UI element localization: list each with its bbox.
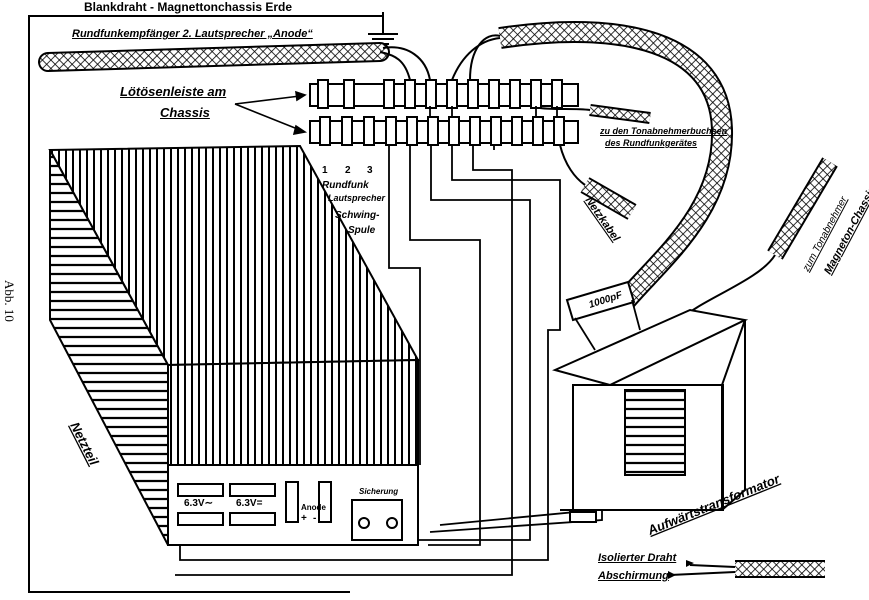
ground-wire <box>28 12 384 593</box>
terminal-63dc-label: 6.3V= <box>236 498 263 509</box>
netzteil-label: Netzteil <box>67 420 102 468</box>
pin-number-2: 2 <box>345 165 351 176</box>
shielded-cable-tonabnehmer <box>539 104 651 124</box>
netzkabel <box>559 144 637 220</box>
terminal-63ac-label: 6.3V∼ <box>184 498 213 509</box>
tonabnehmer-label-1: zu den Tonabnehmerbuchsen <box>600 126 728 136</box>
terminal-plus-label: + <box>301 513 307 524</box>
strip-arrows <box>234 90 308 136</box>
shielded-cable-arch <box>451 20 734 308</box>
legend-isolierter-draht: Isolierter Draht <box>598 552 677 564</box>
tonabnehmer-label-2: des Rundfunkgerätes <box>605 138 698 148</box>
lautsprecher-label: Lautsprecher <box>328 193 386 203</box>
header-title: Blankdraht - Magnettonchassis Erde <box>84 0 293 14</box>
strip-label-1: Lötösenleiste am <box>120 84 227 99</box>
sicherung-label: Sicherung <box>359 487 399 496</box>
rundfunk-label: Rundfunk <box>322 180 369 191</box>
terminal-minus-label: - <box>313 513 317 524</box>
schwing-label: Schwing- <box>335 210 380 221</box>
shielded-cable-top <box>38 42 431 81</box>
terminal-anode-label: Anode <box>301 503 326 512</box>
strip-label-2: Chassis <box>160 105 210 120</box>
legend-abschirmung: Abschirmung <box>598 570 669 582</box>
pin-number-1: 1 <box>322 165 328 176</box>
legend-cable <box>668 560 825 579</box>
pin-number-3: 3 <box>367 165 373 176</box>
transformer <box>552 308 749 523</box>
spule-label: Spule <box>348 225 376 236</box>
netzteil-terminals <box>177 481 403 541</box>
cable-top-label: Rundfunkempfänger 2. Lautsprecher „Anode… <box>72 28 313 40</box>
capacitor <box>565 280 641 351</box>
solder-strip-lower <box>309 116 579 146</box>
solder-strip-upper <box>309 79 579 109</box>
figure-number: Abb. 10 <box>2 280 17 322</box>
